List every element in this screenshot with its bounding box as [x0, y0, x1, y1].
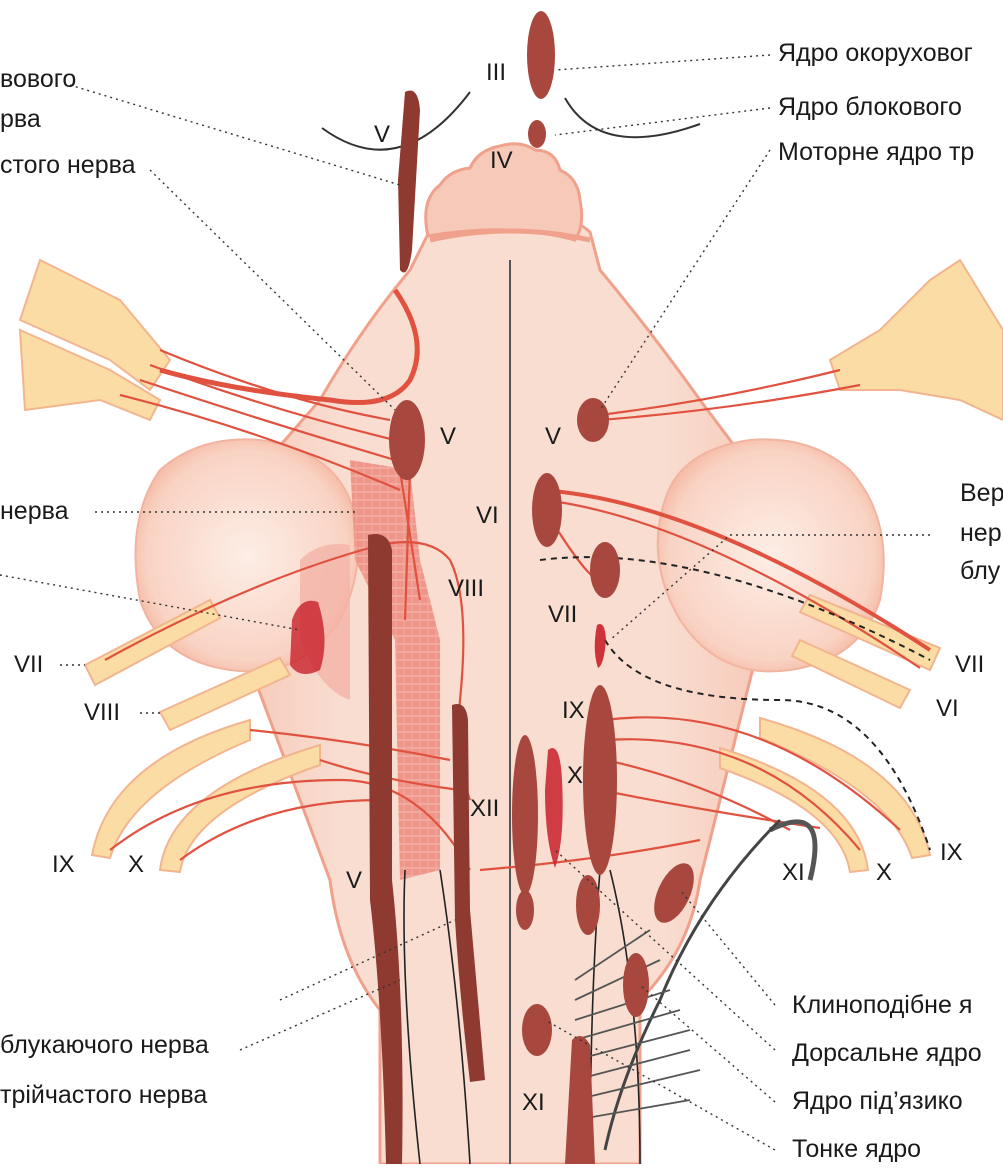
label-left-mid1: нерва [0, 496, 69, 526]
right-trigeminal-root [830, 260, 1003, 420]
numeral-vii-left: VII [14, 652, 43, 678]
numeral-vii-center: VII [548, 602, 577, 628]
label-right-mid1: Вер [960, 478, 1003, 508]
label-right-top3: Моторне ядро тр [778, 137, 974, 167]
abducens-nucleus [532, 473, 562, 547]
numeral-x-right: X [876, 860, 892, 886]
right-cerebellar-peduncle [658, 439, 884, 671]
numeral-viii-center: VIII [448, 576, 484, 602]
numeral-v-bottom: V [346, 868, 362, 894]
trochlear-nucleus [528, 120, 546, 148]
label-right-mid2: нер [960, 518, 1002, 548]
numeral-x-center: X [567, 763, 583, 789]
hypoglossal-nucleus [512, 735, 538, 895]
numeral-v-right-nucleus: V [545, 424, 561, 450]
label-right-top2: Ядро блокового [778, 92, 962, 122]
numeral-ix-right: IX [940, 840, 963, 866]
label-left-top3: стого нерва [0, 150, 136, 180]
cerebral-peduncle-outline [322, 92, 470, 150]
numeral-ix-left: IX [52, 852, 75, 878]
numeral-xi-bottom: XI [522, 1090, 545, 1116]
numeral-x-left: X [128, 852, 144, 878]
oculomotor-nucleus [527, 11, 555, 99]
numeral-vii-right: VII [955, 652, 984, 678]
numeral-vi-right: VI [936, 696, 959, 722]
numeral-xi-right: XI [782, 860, 805, 886]
gracile-nucleus [522, 1004, 552, 1056]
label-right-top1: Ядро окоруховог [778, 38, 973, 68]
label-left-bottom1: блукаючого нерва [0, 1030, 209, 1060]
numeral-iv: IV [490, 148, 513, 174]
label-right-bottom3: Ядро під’язико [792, 1086, 963, 1116]
numeral-vi-center: VI [476, 503, 499, 529]
label-left-bottom2: трійчастого нерва [0, 1080, 207, 1110]
spinal-trigeminal-tract [398, 90, 420, 272]
cuneate-nucleus [623, 953, 649, 1017]
numeral-v-top: V [374, 122, 390, 148]
label-right-mid3: блу [960, 556, 1000, 586]
numeral-v-left-nucleus: V [440, 424, 456, 450]
left-trigeminal-motor-nucleus [389, 400, 425, 480]
numeral-viii-left: VIII [84, 700, 120, 726]
label-right-bottom1: Клиноподібне я [792, 990, 972, 1020]
label-right-bottom4: Тонке ядро [792, 1134, 921, 1164]
brainstem-body [230, 210, 775, 1164]
right-trigeminal-motor-nucleus [577, 398, 609, 442]
label-right-bottom2: Дорсальне ядро [792, 1038, 982, 1068]
numeral-iii: III [486, 60, 506, 86]
ambiguus-nucleus [583, 685, 617, 875]
label-left-top2: рва [0, 104, 41, 134]
numeral-xii-center: XII [470, 796, 499, 822]
numeral-ix-center: IX [562, 698, 585, 724]
facial-nucleus [590, 542, 620, 598]
label-left-top1: вового [0, 64, 76, 94]
left-trigeminal-root [20, 260, 170, 420]
